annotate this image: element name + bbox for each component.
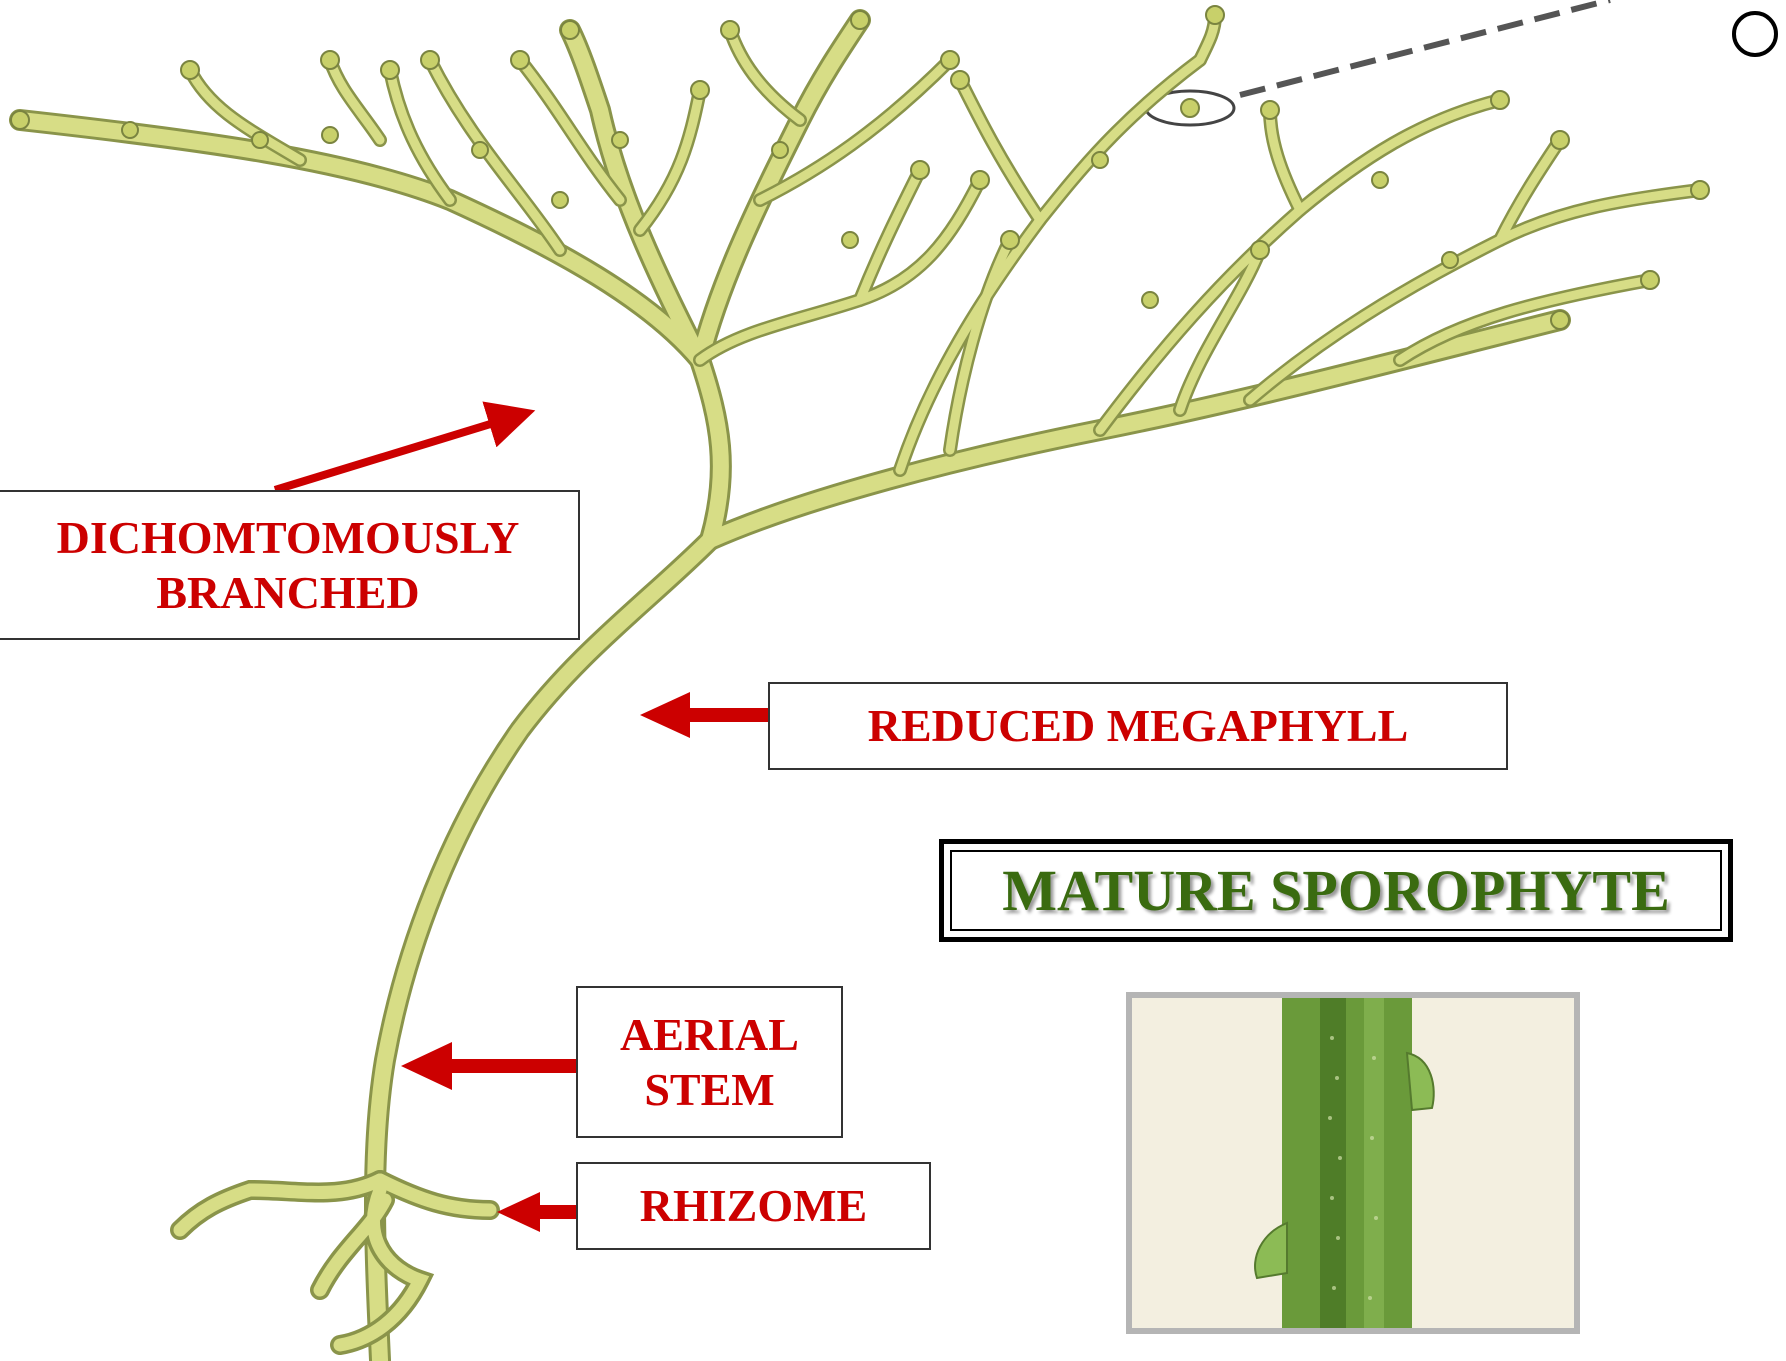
label-rhizome-text: RHIZOME — [640, 1178, 867, 1233]
label-rhizome: RHIZOME — [576, 1162, 931, 1250]
label-aerial-line2: STEM — [644, 1062, 774, 1117]
label-dichotomous-line1: DICHOMTOMOUSLY — [57, 510, 520, 565]
arrow-head-rhizome — [497, 1192, 540, 1232]
title-box: MATURE SPOROPHYTE — [939, 839, 1733, 942]
page-title: MATURE SPOROPHYTE — [1002, 857, 1670, 924]
label-reduced-megaphyll: REDUCED MEGAPHYLL — [768, 682, 1508, 770]
label-dichotomously-branched: DICHOMTOMOUSLY BRANCHED — [0, 490, 580, 640]
circle-outline-icon — [1732, 11, 1778, 57]
label-aerial-line1: AERIAL — [620, 1007, 799, 1062]
stem-closeup-image — [1132, 998, 1574, 1328]
dashed-pointer-line — [1240, 0, 1610, 95]
stem-closeup-photo — [1126, 992, 1580, 1334]
label-dichotomous-line2: BRANCHED — [156, 565, 419, 620]
label-aerial-stem: AERIAL STEM — [576, 986, 843, 1138]
arrow-head-aerial-stem — [401, 1042, 452, 1090]
arrow-dichotomous — [275, 415, 520, 490]
label-megaphyll-text: REDUCED MEGAPHYLL — [868, 698, 1409, 753]
arrow-head-megaphyll — [640, 692, 690, 738]
